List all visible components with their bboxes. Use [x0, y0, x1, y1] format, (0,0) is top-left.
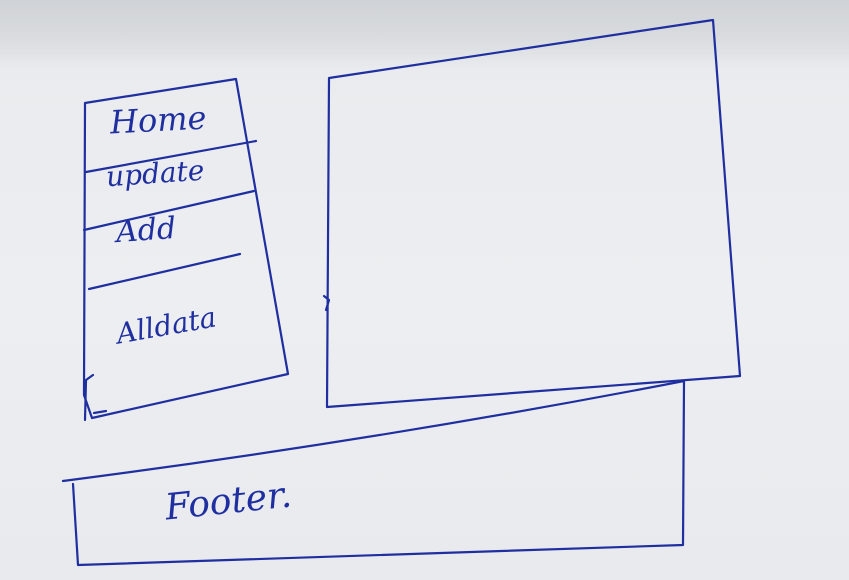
paper-fold-shadow [0, 0, 849, 70]
sidebar-box [82, 77, 290, 420]
sidebar-item-update[interactable]: update [104, 153, 206, 194]
sidebar-corner-mark [83, 373, 108, 422]
sidebar-divider-3 [87, 252, 242, 291]
sidebar-divider-2 [82, 189, 256, 232]
sidebar-divider-1 [84, 139, 258, 174]
main-box-left-mark [322, 294, 331, 312]
main-content-box [325, 18, 742, 409]
footer-box [61, 379, 686, 567]
sidebar-item-home[interactable]: Home [109, 98, 208, 142]
sidebar-item-add[interactable]: Add [114, 210, 178, 251]
